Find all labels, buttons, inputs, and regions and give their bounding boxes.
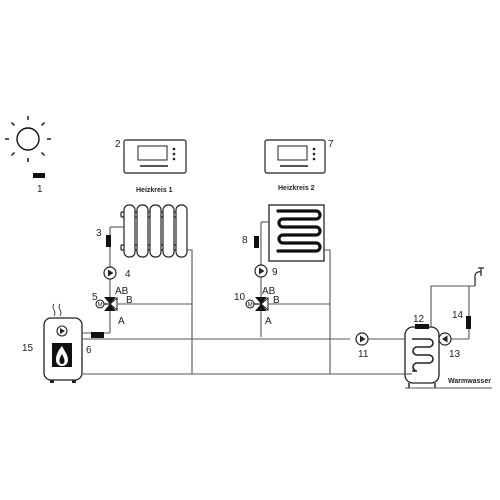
- sun-icon: [5, 116, 51, 162]
- flow-sensor-hk1: [106, 235, 111, 247]
- mixing-valve-hk2: M: [245, 296, 269, 312]
- motor-icon: [245, 299, 255, 309]
- label-4: 4: [125, 269, 131, 280]
- flow-sensor-hk2: [254, 236, 259, 248]
- label-5: 5: [92, 292, 98, 303]
- port-ab-hk2: AB: [262, 286, 276, 297]
- label-3: 3: [96, 228, 102, 239]
- tap-icon: [474, 267, 484, 286]
- heating-circuit-2-title: Heizkreis 2: [278, 185, 315, 192]
- boiler-sensor: [91, 332, 104, 338]
- pump-icon: [355, 332, 369, 346]
- label-10: 10: [234, 292, 246, 303]
- port-ab-hk1: AB: [115, 286, 129, 297]
- motor-icon: [95, 299, 105, 309]
- label-1: 1: [37, 184, 43, 195]
- label-9: 9: [272, 267, 278, 278]
- svg-text:M: M: [248, 303, 253, 309]
- label-7: 7: [328, 139, 334, 150]
- label-12: 12: [413, 314, 425, 325]
- label-8: 8: [242, 235, 248, 246]
- pump-icon: [438, 332, 452, 346]
- circulation-sensor: [466, 316, 471, 329]
- port-b-hk1: B: [126, 295, 133, 306]
- port-a-hk2: A: [265, 316, 272, 327]
- hot-water-tank-icon: [404, 326, 440, 388]
- heating-circuit-1-title: Heizkreis 1: [136, 187, 173, 194]
- svg-text:M: M: [98, 303, 103, 309]
- floor-heating-icon: [268, 204, 325, 262]
- label-2: 2: [115, 139, 121, 150]
- outdoor-sensor: [33, 173, 45, 178]
- boiler-icon: [43, 303, 83, 383]
- pump-icon: [254, 264, 268, 278]
- port-a-hk1: A: [118, 316, 125, 327]
- label-14: 14: [452, 310, 464, 321]
- hot-water-label: Warmwasser: [448, 378, 491, 385]
- label-15: 15: [22, 343, 34, 354]
- port-b-hk2: B: [273, 295, 280, 306]
- room-controller-2: [264, 139, 326, 174]
- room-controller-1: [123, 139, 187, 174]
- pump-icon: [103, 266, 117, 280]
- mixing-valve-hk1: M: [95, 296, 118, 312]
- label-6: 6: [86, 345, 92, 356]
- label-11: 11: [358, 349, 369, 360]
- label-13: 13: [449, 349, 461, 360]
- tank-sensor: [415, 324, 429, 329]
- radiator-icon: [120, 204, 188, 258]
